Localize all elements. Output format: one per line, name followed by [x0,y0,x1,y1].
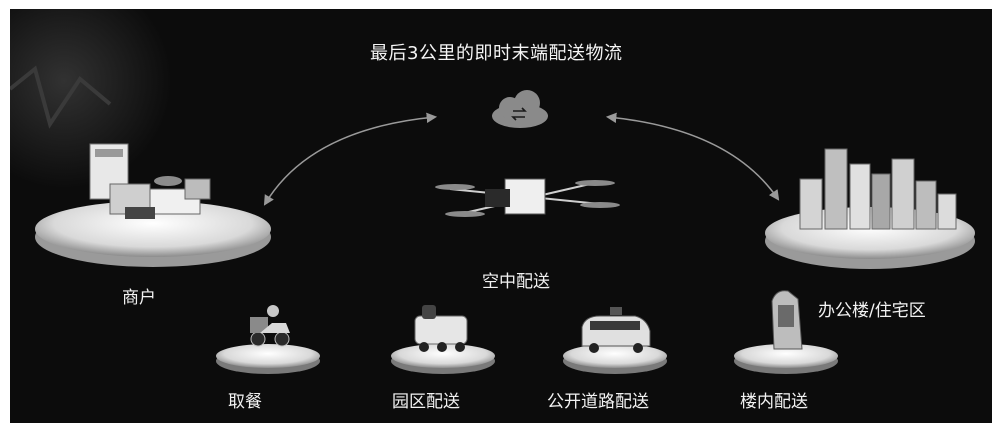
autonomous-van-icon [581,307,651,353]
indoor-delivery-label: 楼内配送 [740,392,808,412]
ground-platform-4 [734,290,838,374]
drone-icon [435,178,620,217]
pickup-label: 取餐 [228,392,262,412]
courier-scooter-icon [250,305,290,347]
delivery-robot-icon [414,305,468,352]
diagram-title: 最后3公里的即时末端配送物流 [370,43,623,64]
city-buildings-icon [799,148,957,230]
ground-platform-1 [216,305,320,374]
merchant-to-cloud-arrow [263,112,438,206]
indoor-robot-icon [771,290,803,350]
shop-buildings-icon [89,143,211,219]
diagram-canvas: 最后3公里的即时末端配送物流 商户 空中配送 办公楼/住宅区 取餐 园区配送 公… [10,9,992,423]
public-road-delivery-label: 公开道路配送 [547,392,649,412]
air-delivery-label: 空中配送 [482,272,550,292]
campus-delivery-label: 园区配送 [392,392,460,412]
diagram-graphics [10,65,975,374]
ground-platform-3 [563,307,667,374]
cloud-to-office-arrow [605,112,780,201]
merchant-label: 商户 [122,288,156,308]
cloud-icon [492,90,548,128]
office-platform [765,148,975,269]
background-line-decoration [10,65,112,129]
merchant-platform [35,143,271,267]
office-residential-label: 办公楼/住宅区 [818,301,926,321]
ground-platform-2 [391,305,495,374]
